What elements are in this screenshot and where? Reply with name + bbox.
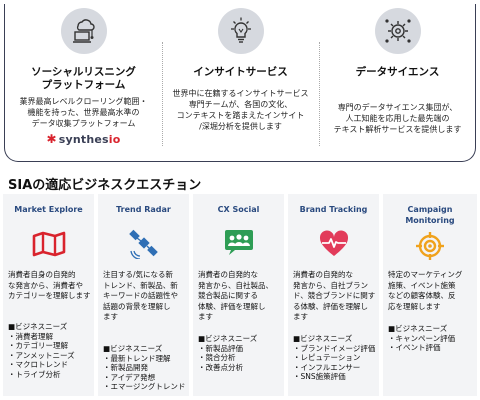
solution-icon-wrap bbox=[221, 230, 257, 258]
service-social-listening: ソーシャルリスニング プラットフォーム 業界最高レベルクローリング範囲・ 機能を… bbox=[5, 4, 162, 160]
business-needs-label: ■ビジネスニーズ bbox=[8, 322, 68, 331]
business-need-item: 改善点分析 bbox=[198, 363, 282, 373]
business-need-item: トライブ分析 bbox=[8, 370, 92, 380]
business-needs: ■ビジネスニーズ 新製品評価 競合分析 改善点分析 bbox=[198, 334, 282, 372]
logo-text-suffix: io bbox=[108, 133, 121, 146]
service-title-line: インサイトサービス bbox=[193, 66, 288, 78]
cloud-laptop-icon bbox=[72, 19, 95, 43]
business-need-item: インフルエンサー bbox=[293, 363, 377, 373]
solution-name: CX Social bbox=[217, 205, 260, 214]
solution-icon-wrap bbox=[126, 229, 162, 259]
service-description: 世界中に在籍するインサイトサービス 専門チームが、各国の文化、 コンテキストを踏… bbox=[172, 89, 309, 131]
map-icon bbox=[32, 231, 65, 257]
solution-card-brand-tracking: Brand Tracking 消費者の自発的な 発言から、自社ブラン ド、競合ブ… bbox=[288, 194, 379, 396]
business-needs: ■ビジネスニーズ ブランドイメージ評価 レピュテーション インフルエンサー SN… bbox=[293, 334, 377, 382]
service-description: 専門のデータサイエンス集団が、 人工知能を応用した最先端の テキスト解析サービス… bbox=[333, 103, 462, 134]
service-title-line: ソーシャルリスニング bbox=[31, 66, 136, 78]
services-panel: ソーシャルリスニング プラットフォーム 業界最高レベルクローリング範囲・ 機能を… bbox=[4, 4, 476, 162]
lightbulb-icon bbox=[230, 17, 251, 43]
service-icon-circle bbox=[60, 8, 107, 54]
business-need-item: 消費者理解 bbox=[8, 332, 92, 342]
target-icon bbox=[416, 232, 444, 260]
synthesio-logo: ✱synthesio bbox=[5, 132, 162, 146]
business-need-item: レピュテーション bbox=[293, 353, 377, 363]
business-need-item: エマージングトレンド bbox=[103, 382, 187, 392]
service-icon-circle bbox=[217, 8, 264, 54]
business-needs-label: ■ビジネスニーズ bbox=[198, 334, 258, 343]
solution-description: 注目する/気になる新 トレンド、新製品、新 キーワードの話題性や 話題の背景を理… bbox=[103, 270, 178, 321]
service-title-line: データサイエンス bbox=[355, 66, 440, 78]
service-description: 業界最高レベルクローリング範囲・ 機能を持った、世界最高水準の データ収集プラッ… bbox=[19, 97, 148, 128]
divider bbox=[319, 42, 320, 146]
service-insight: インサイトサービス 世界中に在籍するインサイトサービス 専門チームが、各国の文化… bbox=[162, 4, 319, 160]
logo-text: synthes bbox=[58, 133, 109, 146]
business-need-item: 競合分析 bbox=[198, 353, 282, 363]
business-needs: ■ビジネスニーズ 最新トレンド理解 新製品開発 アイデア発想 エマージングトレン… bbox=[103, 344, 187, 392]
solutions-section-title: SIAの適応ビジネスクエスチョン bbox=[8, 178, 202, 193]
business-needs: ■ビジネスニーズ キャンペーン評価 イベント評価 bbox=[388, 324, 475, 353]
service-title: データサイエンス bbox=[323, 66, 472, 79]
solution-card-trend-radar: Trend Radar 注目する/気になる新 トレンド、新製品、新 キーワードの… bbox=[98, 194, 189, 396]
business-needs-list: 消費者理解 カテゴリー理解 アンメットニーズ マクロトレンド トライブ分析 bbox=[8, 332, 92, 380]
satellite-icon bbox=[128, 229, 158, 259]
divider bbox=[162, 42, 163, 146]
solution-description: 消費者の自発的な 発言から、自社製品、 競合製品に関する 体験、評価を理解し ま… bbox=[198, 270, 273, 321]
solution-name: Brand Tracking bbox=[299, 205, 368, 214]
solution-name: Trend Radar bbox=[116, 205, 171, 214]
solution-name: Market Explore bbox=[14, 205, 83, 214]
synthesio-logo-mark-icon: ✱ bbox=[46, 132, 57, 146]
business-need-item: アイデア発想 bbox=[103, 373, 187, 383]
business-needs-list: 新製品評価 競合分析 改善点分析 bbox=[198, 344, 282, 373]
solution-icon-wrap bbox=[316, 230, 352, 258]
solution-card-market-explore: Market Explore 消費者自身の自発的 な発言から、消費者や カテゴリ… bbox=[3, 194, 94, 396]
business-needs: ■ビジネスニーズ 消費者理解 カテゴリー理解 アンメットニーズ マクロトレンド … bbox=[8, 322, 92, 379]
service-data-science: データサイエンス 専門のデータサイエンス集団が、 人工知能を応用した最先端の テ… bbox=[319, 4, 476, 160]
solution-icon-wrap bbox=[412, 232, 448, 260]
solution-card-cx-social: CX Social 消費者の自発的な 発言から、自社製品、 競合製品に関する 体… bbox=[193, 194, 284, 396]
solution-name: Campaign Monitoring bbox=[405, 205, 455, 225]
business-need-item: SNS施策評価 bbox=[293, 372, 377, 382]
business-need-item: ブランドイメージ評価 bbox=[293, 344, 377, 354]
solution-card-campaign-monitoring: Campaign Monitoring 特定のマーケティング 施策、イベント施策… bbox=[383, 194, 477, 396]
heart-pulse-icon bbox=[319, 230, 348, 256]
business-need-item: 最新トレンド理解 bbox=[103, 354, 187, 364]
business-need-item: カテゴリー理解 bbox=[8, 341, 92, 351]
business-needs-list: キャンペーン評価 イベント評価 bbox=[388, 334, 475, 353]
gear-network-icon bbox=[384, 19, 411, 43]
business-needs-label: ■ビジネスニーズ bbox=[293, 334, 353, 343]
service-title: ソーシャルリスニング プラットフォーム bbox=[9, 66, 158, 92]
business-need-item: イベント評価 bbox=[388, 343, 475, 353]
service-title: インサイトサービス bbox=[166, 66, 315, 79]
service-title-line: プラットフォーム bbox=[41, 79, 126, 91]
business-need-item: アンメットニーズ bbox=[8, 351, 92, 361]
business-needs-list: ブランドイメージ評価 レピュテーション インフルエンサー SNS施策評価 bbox=[293, 344, 377, 382]
solution-description: 消費者の自発的な 発言から、自社ブラン ド、競合ブランドに関す る体験、評価を理… bbox=[293, 270, 376, 321]
business-need-item: 新製品開発 bbox=[103, 363, 187, 373]
business-need-item: マクロトレンド bbox=[8, 360, 92, 370]
business-need-item: キャンペーン評価 bbox=[388, 334, 475, 344]
business-needs-list: 最新トレンド理解 新製品開発 アイデア発想 エマージングトレンド bbox=[103, 354, 187, 392]
solution-description: 消費者自身の自発的 な発言から、消費者や カテゴリーを理解します bbox=[8, 270, 91, 300]
solution-description: 特定のマーケティング 施策、イベント施策 などの顧客体験、反 応を理解します bbox=[388, 270, 463, 311]
business-needs-label: ■ビジネスニーズ bbox=[388, 324, 448, 333]
service-icon-circle bbox=[374, 8, 421, 54]
business-need-item: 新製品評価 bbox=[198, 344, 282, 354]
business-needs-label: ■ビジネスニーズ bbox=[103, 344, 163, 353]
people-chat-icon bbox=[224, 230, 253, 255]
solution-icon-wrap bbox=[31, 230, 67, 258]
